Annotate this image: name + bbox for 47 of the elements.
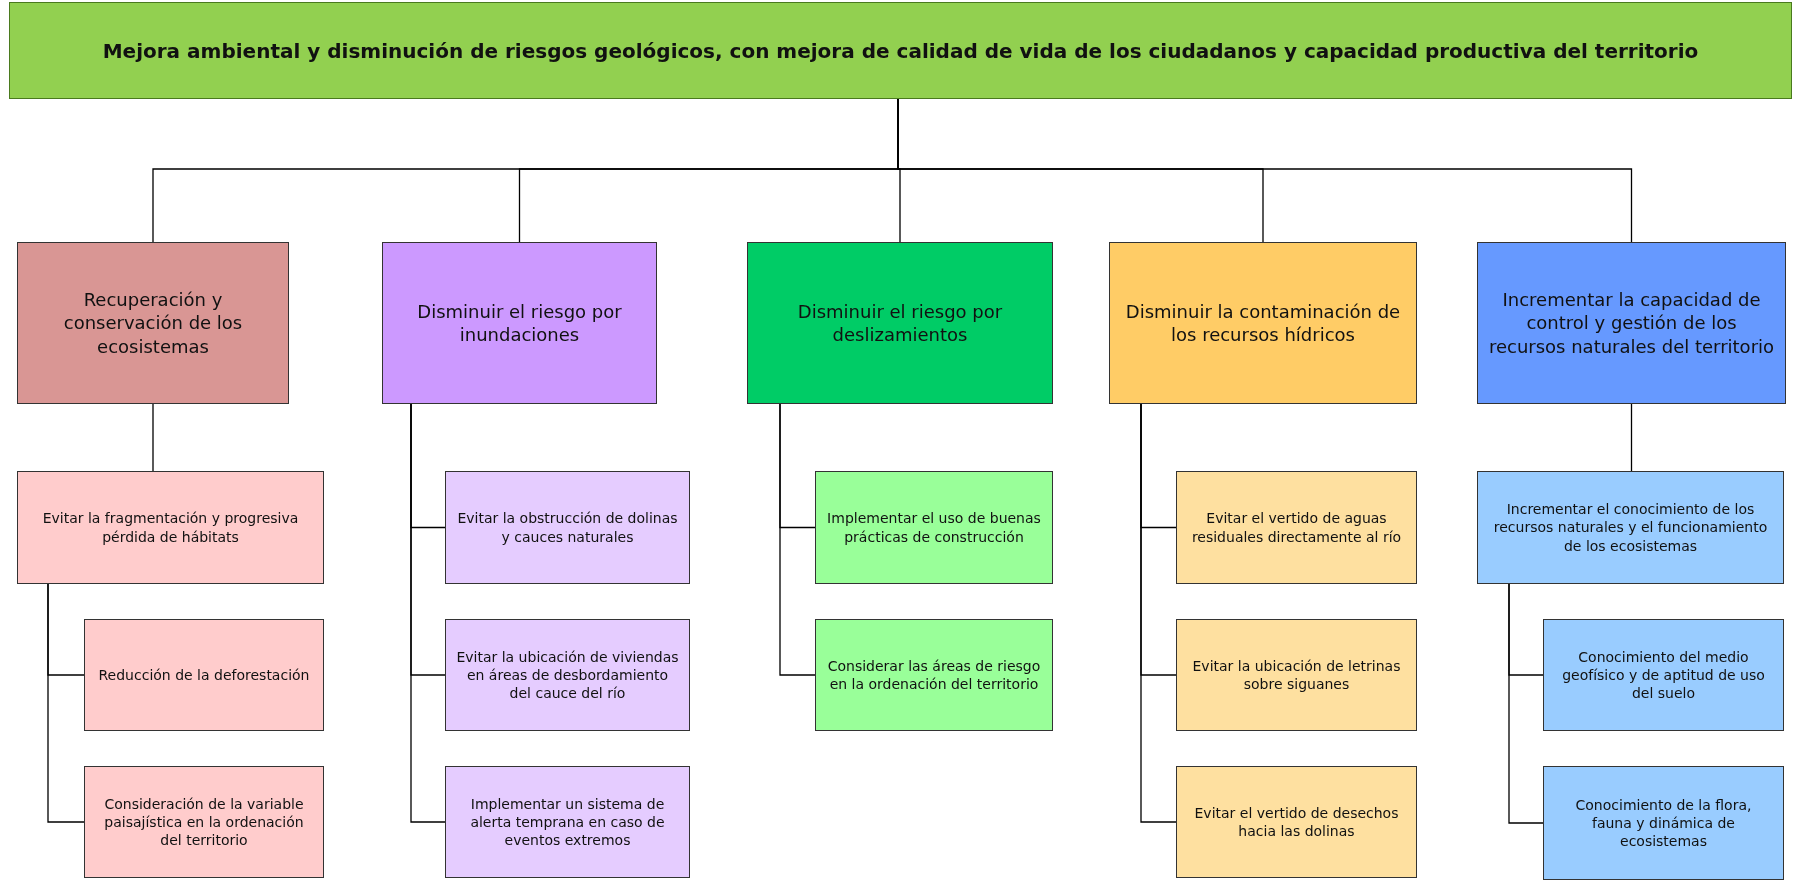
box-text: Consideración de la variable paisajística en la ordenación del territorio	[103, 794, 305, 850]
objective-box	[17, 242, 289, 404]
box-text: Implementar el uso de buenas prácticas de construcción	[826, 509, 1042, 546]
box-text: Reducción de la deforestación	[98, 665, 310, 685]
connector-line	[1630, 403, 1633, 472]
box-text: Evitar la fragmentación y progresiva pérdida de hábitats	[41, 509, 300, 546]
action-box	[1543, 619, 1784, 731]
action-box	[17, 471, 324, 584]
connector-line	[1140, 403, 1177, 823]
action-box	[1543, 766, 1784, 880]
box-text: Recuperación y conservación de los ecosistemas	[62, 287, 244, 359]
action-box	[1176, 766, 1417, 878]
connector-line	[410, 403, 446, 823]
objective-box	[1109, 242, 1417, 404]
action-box	[815, 619, 1053, 731]
box-text: Evitar el vertido de aguas residuales directamente al río	[1190, 509, 1403, 546]
action-box	[445, 766, 690, 878]
box-text: Incrementar el conocimiento de los recursos naturales y el funcionamiento de los ecosistemas	[1492, 500, 1769, 555]
objective-box	[1477, 242, 1786, 404]
box-text: Evitar la obstrucción de dolinas y cauces naturales	[456, 509, 679, 546]
box-text: Disminuir el riesgo por inundaciones	[416, 299, 623, 347]
box-text: Conocimiento del medio geofísico y de aptitud de uso del suelo	[1561, 647, 1766, 703]
box-text: Implementar un sistema de alerta temprana en caso de eventos extremos	[469, 794, 666, 850]
action-box	[445, 471, 690, 584]
box-text: Evitar la ubicación de viviendas en áreas de desbordamiento del cauce del río	[456, 647, 679, 703]
objective-box	[382, 242, 657, 404]
box-text: Evitar el vertido de desechos hacia las dolinas	[1193, 803, 1400, 841]
action-box	[445, 619, 690, 731]
box-text: Disminuir la contaminación de los recursos hídricos	[1124, 299, 1402, 347]
action-box	[84, 766, 324, 878]
action-box	[1176, 471, 1417, 584]
action-box	[815, 471, 1053, 584]
connector-line	[1508, 583, 1544, 824]
objective-box	[747, 242, 1053, 404]
action-box	[1477, 471, 1784, 584]
action-box	[84, 619, 324, 731]
box-text: Mejora ambiental y disminución de riesgos geológicos, con mejora de calidad de vida de los ciudadanos y capacidad productiva del territorio	[102, 37, 1699, 64]
box-text: Evitar la ubicación de letrinas sobre siguanes	[1191, 656, 1402, 694]
box-text: Incrementar la capacidad de control y gestión de los recursos naturales del territorio	[1488, 287, 1775, 359]
connector-line	[47, 583, 85, 823]
goal-box	[9, 2, 1792, 99]
action-box	[1176, 619, 1417, 731]
connector-line	[779, 403, 816, 676]
connector-line	[152, 403, 154, 472]
box-text: Considerar las áreas de riesgo en la ordenación del territorio	[826, 656, 1042, 694]
box-text: Disminuir el riesgo por deslizamientos	[796, 299, 1004, 347]
box-text: Conocimiento de la flora, fauna y dinámica de ecosistemas	[1574, 795, 1753, 851]
